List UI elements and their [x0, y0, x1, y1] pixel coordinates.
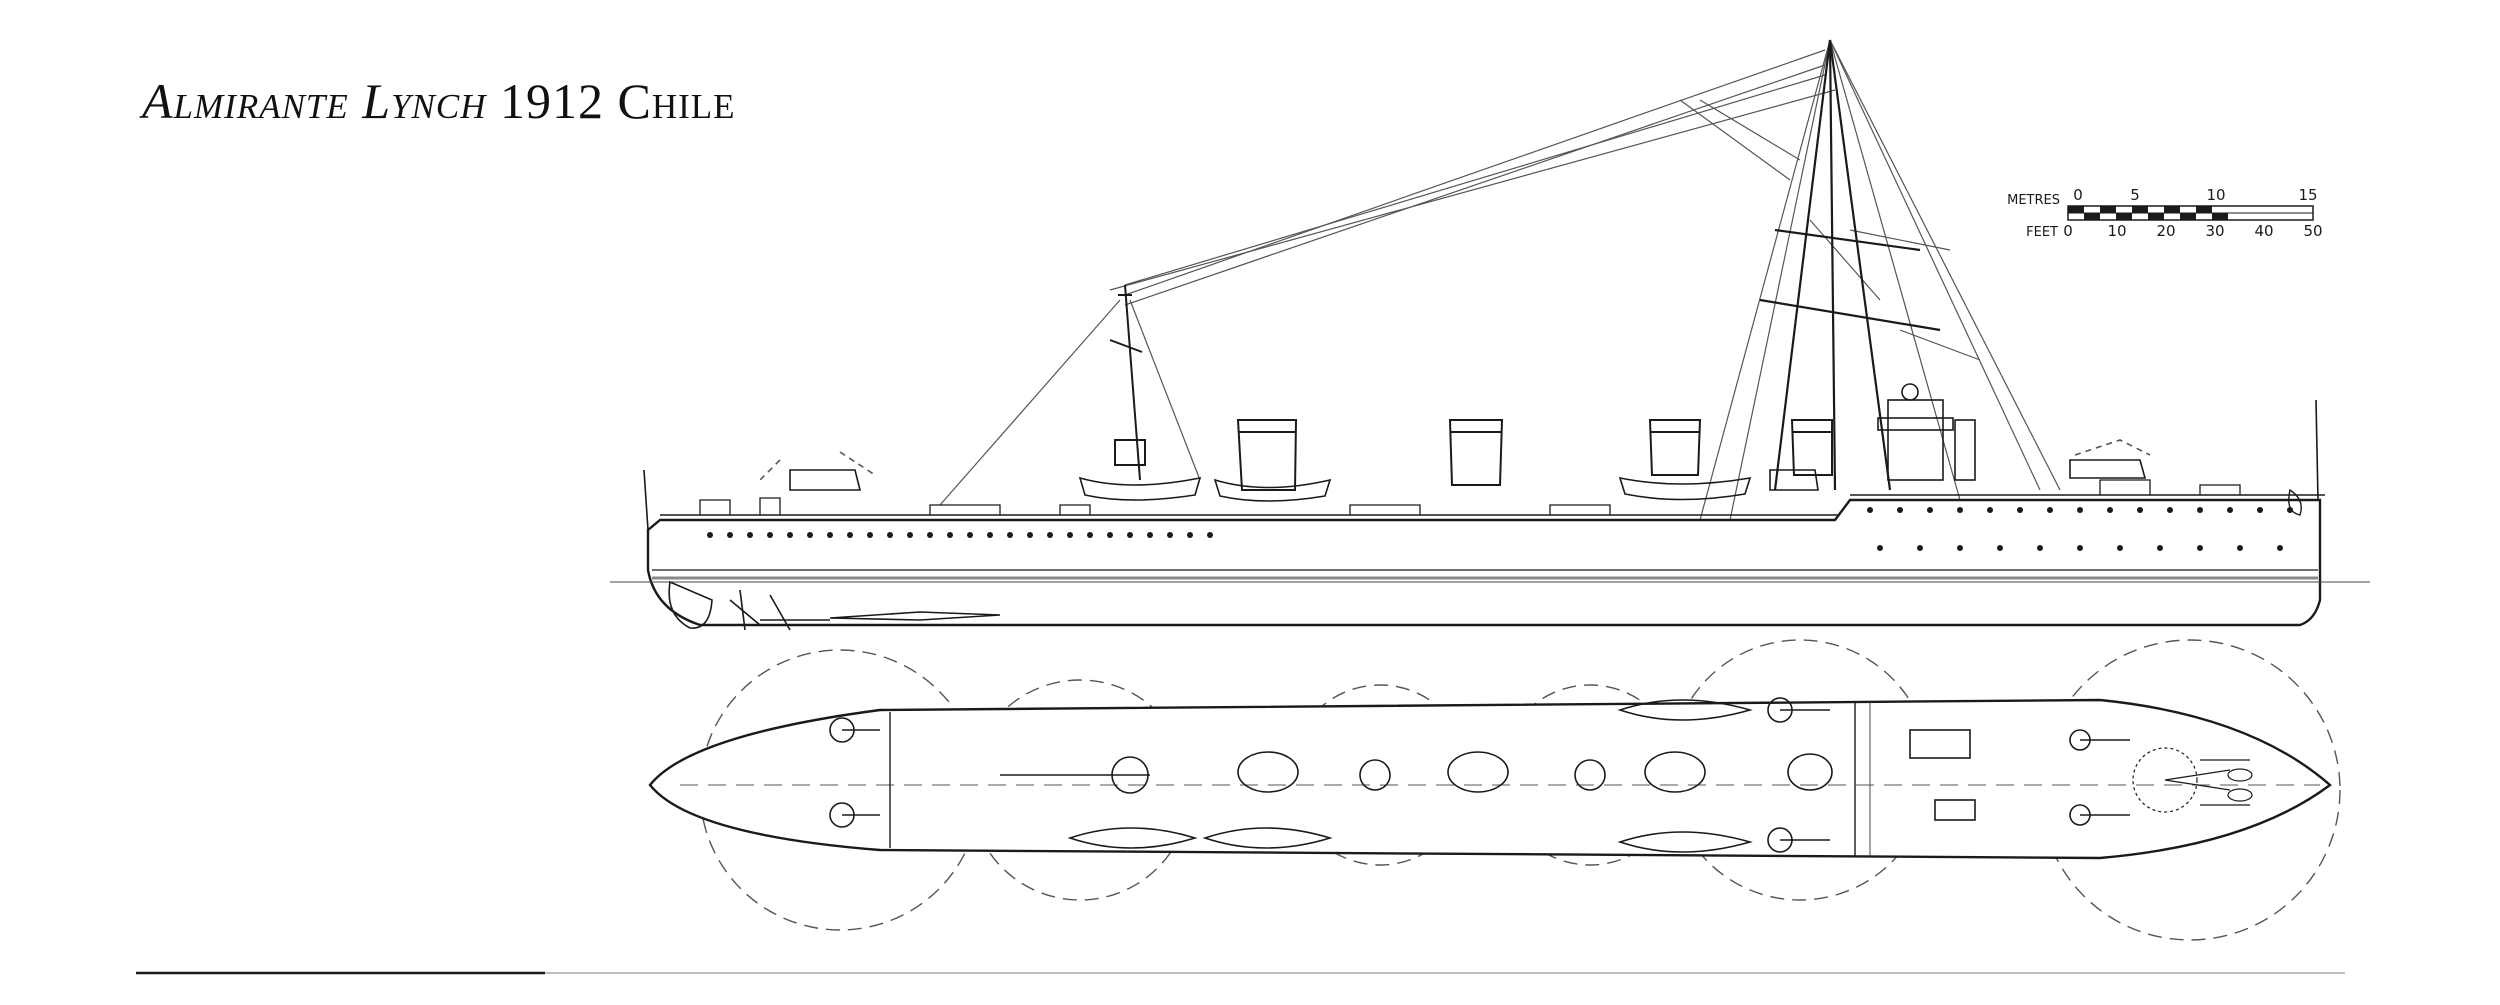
plan-guns	[829, 697, 2130, 853]
scale-metre-tick-10: 10	[2206, 186, 2225, 204]
plan-boats	[1067, 699, 1753, 853]
plan-funnels	[1237, 751, 1833, 793]
deck-fittings	[699, 479, 2241, 515]
scale-metre-tick-5: 5	[2130, 186, 2140, 204]
funnel-3	[1648, 419, 1702, 476]
bridge-structure	[1877, 383, 1976, 481]
scale-metre-tick-15: 15	[2298, 186, 2317, 204]
drawing-title: Almirante Lynch 1912 Chile	[142, 72, 736, 130]
rigging	[939, 39, 2061, 521]
deck-boats	[1078, 476, 1752, 502]
scale-feet-tick-30: 30	[2205, 222, 2224, 240]
scale-feet-tick-50: 50	[2303, 222, 2322, 240]
plan-view	[648, 639, 2341, 941]
portholes	[707, 507, 2293, 551]
profile-guns	[759, 439, 2151, 491]
propellers-rudder	[668, 580, 1001, 631]
scale-feet-label: FEET	[2026, 225, 2058, 240]
ship-name: Almirante Lynch	[142, 73, 487, 129]
scale-metre-tick-0: 0	[2073, 186, 2083, 204]
funnel-2	[1448, 419, 1504, 486]
scale-feet-tick-40: 40	[2254, 222, 2273, 240]
scale-bar-checkers	[2068, 206, 2228, 220]
foremast	[1109, 284, 1146, 481]
profile-view	[610, 39, 2370, 631]
scale-feet-tick-10: 10	[2107, 222, 2126, 240]
bow-fittings	[2132, 747, 2253, 813]
scale-metres-label: METRES	[2007, 193, 2060, 208]
funnel-1	[1236, 419, 1298, 491]
scale-bar: METRES 0 5 10 15 FEET 0 10 20 30 40 50	[2007, 186, 2322, 240]
hull-plan	[648, 698, 2332, 860]
funnels	[1236, 419, 1833, 491]
scale-feet-tick-20: 20	[2156, 222, 2175, 240]
funnel-4	[1790, 419, 1833, 476]
hull-profile	[646, 498, 2322, 627]
ship-country: Chile	[617, 73, 736, 129]
ship-year: 1912	[500, 73, 605, 129]
scale-feet-tick-0: 0	[2063, 222, 2073, 240]
mainmast	[1759, 39, 1941, 491]
